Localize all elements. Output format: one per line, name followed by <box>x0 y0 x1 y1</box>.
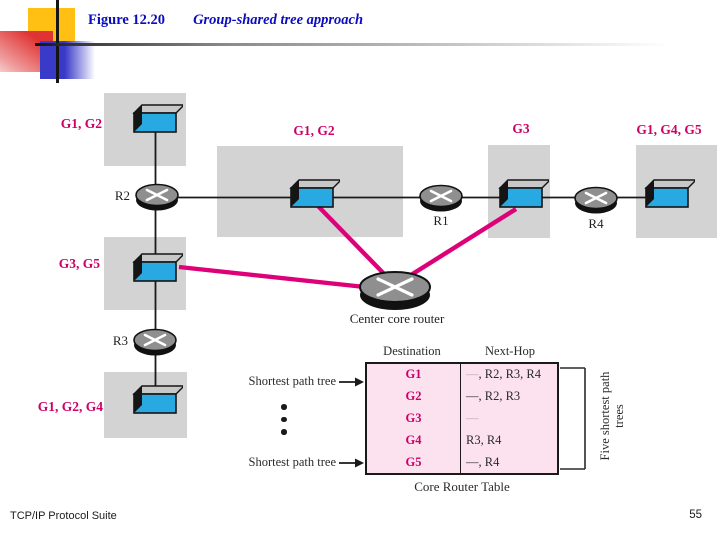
figure-title: Group-shared tree approach <box>193 12 364 28</box>
shared-tree-link <box>178 264 375 291</box>
footer-book-title: TCP/IP Protocol Suite <box>10 510 117 522</box>
router-label-r4: R4 <box>588 216 604 231</box>
table-cell: G3 <box>405 410 422 425</box>
host-icon <box>132 253 183 282</box>
shortest-path-tree-label-top: Shortest path tree <box>248 374 336 388</box>
group-label-g3: G3 <box>512 121 530 136</box>
arrow-right-icon <box>339 377 364 387</box>
table-cell: —, R2, R3 <box>466 389 521 404</box>
shortest-path-tree-label-bottom: Shortest path tree <box>248 455 336 469</box>
table-cell: —, R2, R3, R4 <box>466 367 542 382</box>
core-router-label: Center core router <box>349 311 445 326</box>
table-cell: G4 <box>405 432 422 447</box>
host-icon <box>132 385 183 414</box>
host-icon <box>132 104 183 133</box>
table-cell: R3, R4 <box>466 432 502 447</box>
slide-page-number: 55 <box>689 509 702 521</box>
decor-blue-square <box>40 41 95 79</box>
table-column-destination: G1 G2 G3 G4 G5 <box>367 364 461 473</box>
arrow-right-icon <box>339 458 364 468</box>
table-cell: —, R4 <box>466 454 500 469</box>
table-column-next-hop: —, R2, R3, R4 —, R2, R3 — R3, R4 —, R4 <box>461 364 557 473</box>
host-icon <box>289 179 340 208</box>
core-router-table: G1 G2 G3 G4 G5 —, R2, R3, R4 —, R2, R3 —… <box>365 362 559 475</box>
bracket <box>560 367 586 470</box>
group-label-bottom-left: G1, G2, G4 <box>37 399 103 414</box>
core-router-icon <box>359 271 431 310</box>
figure-number: Figure 12.20 <box>88 12 166 28</box>
decor-vertical-line <box>56 0 59 83</box>
router-label-r3: R3 <box>112 333 128 348</box>
host-icon <box>644 179 695 208</box>
ellipsis-dots <box>281 404 287 435</box>
table-caption: Core Router Table <box>414 479 510 494</box>
table-cell: G1 <box>405 367 422 382</box>
router-label-r1: R1 <box>433 213 449 228</box>
router-icon-r4 <box>574 186 618 214</box>
host-icon <box>498 179 549 208</box>
router-icon-r3 <box>133 328 177 356</box>
table-cell: G2 <box>405 389 422 404</box>
table-header-next-hop: Next-Hop <box>485 344 535 358</box>
group-label-mid-left: G3, G5 <box>58 256 100 271</box>
table-header-destination: Destination <box>383 344 441 358</box>
table-cell: G5 <box>405 454 422 469</box>
decor-horizontal-rule <box>35 43 670 46</box>
group-label-middle: G1, G2 <box>293 123 335 138</box>
router-icon-r2 <box>135 183 179 211</box>
router-label-r2: R2 <box>114 188 130 203</box>
bracket-label: Five shortest path trees <box>598 371 626 461</box>
group-label-right: G1, G4, G5 <box>636 122 702 137</box>
title-bar: Figure 12.20 Group-shared tree approach <box>88 12 363 29</box>
group-label-top-left: G1, G2 <box>60 116 102 131</box>
table-cell: — <box>466 410 479 425</box>
router-icon-r1 <box>419 184 463 212</box>
